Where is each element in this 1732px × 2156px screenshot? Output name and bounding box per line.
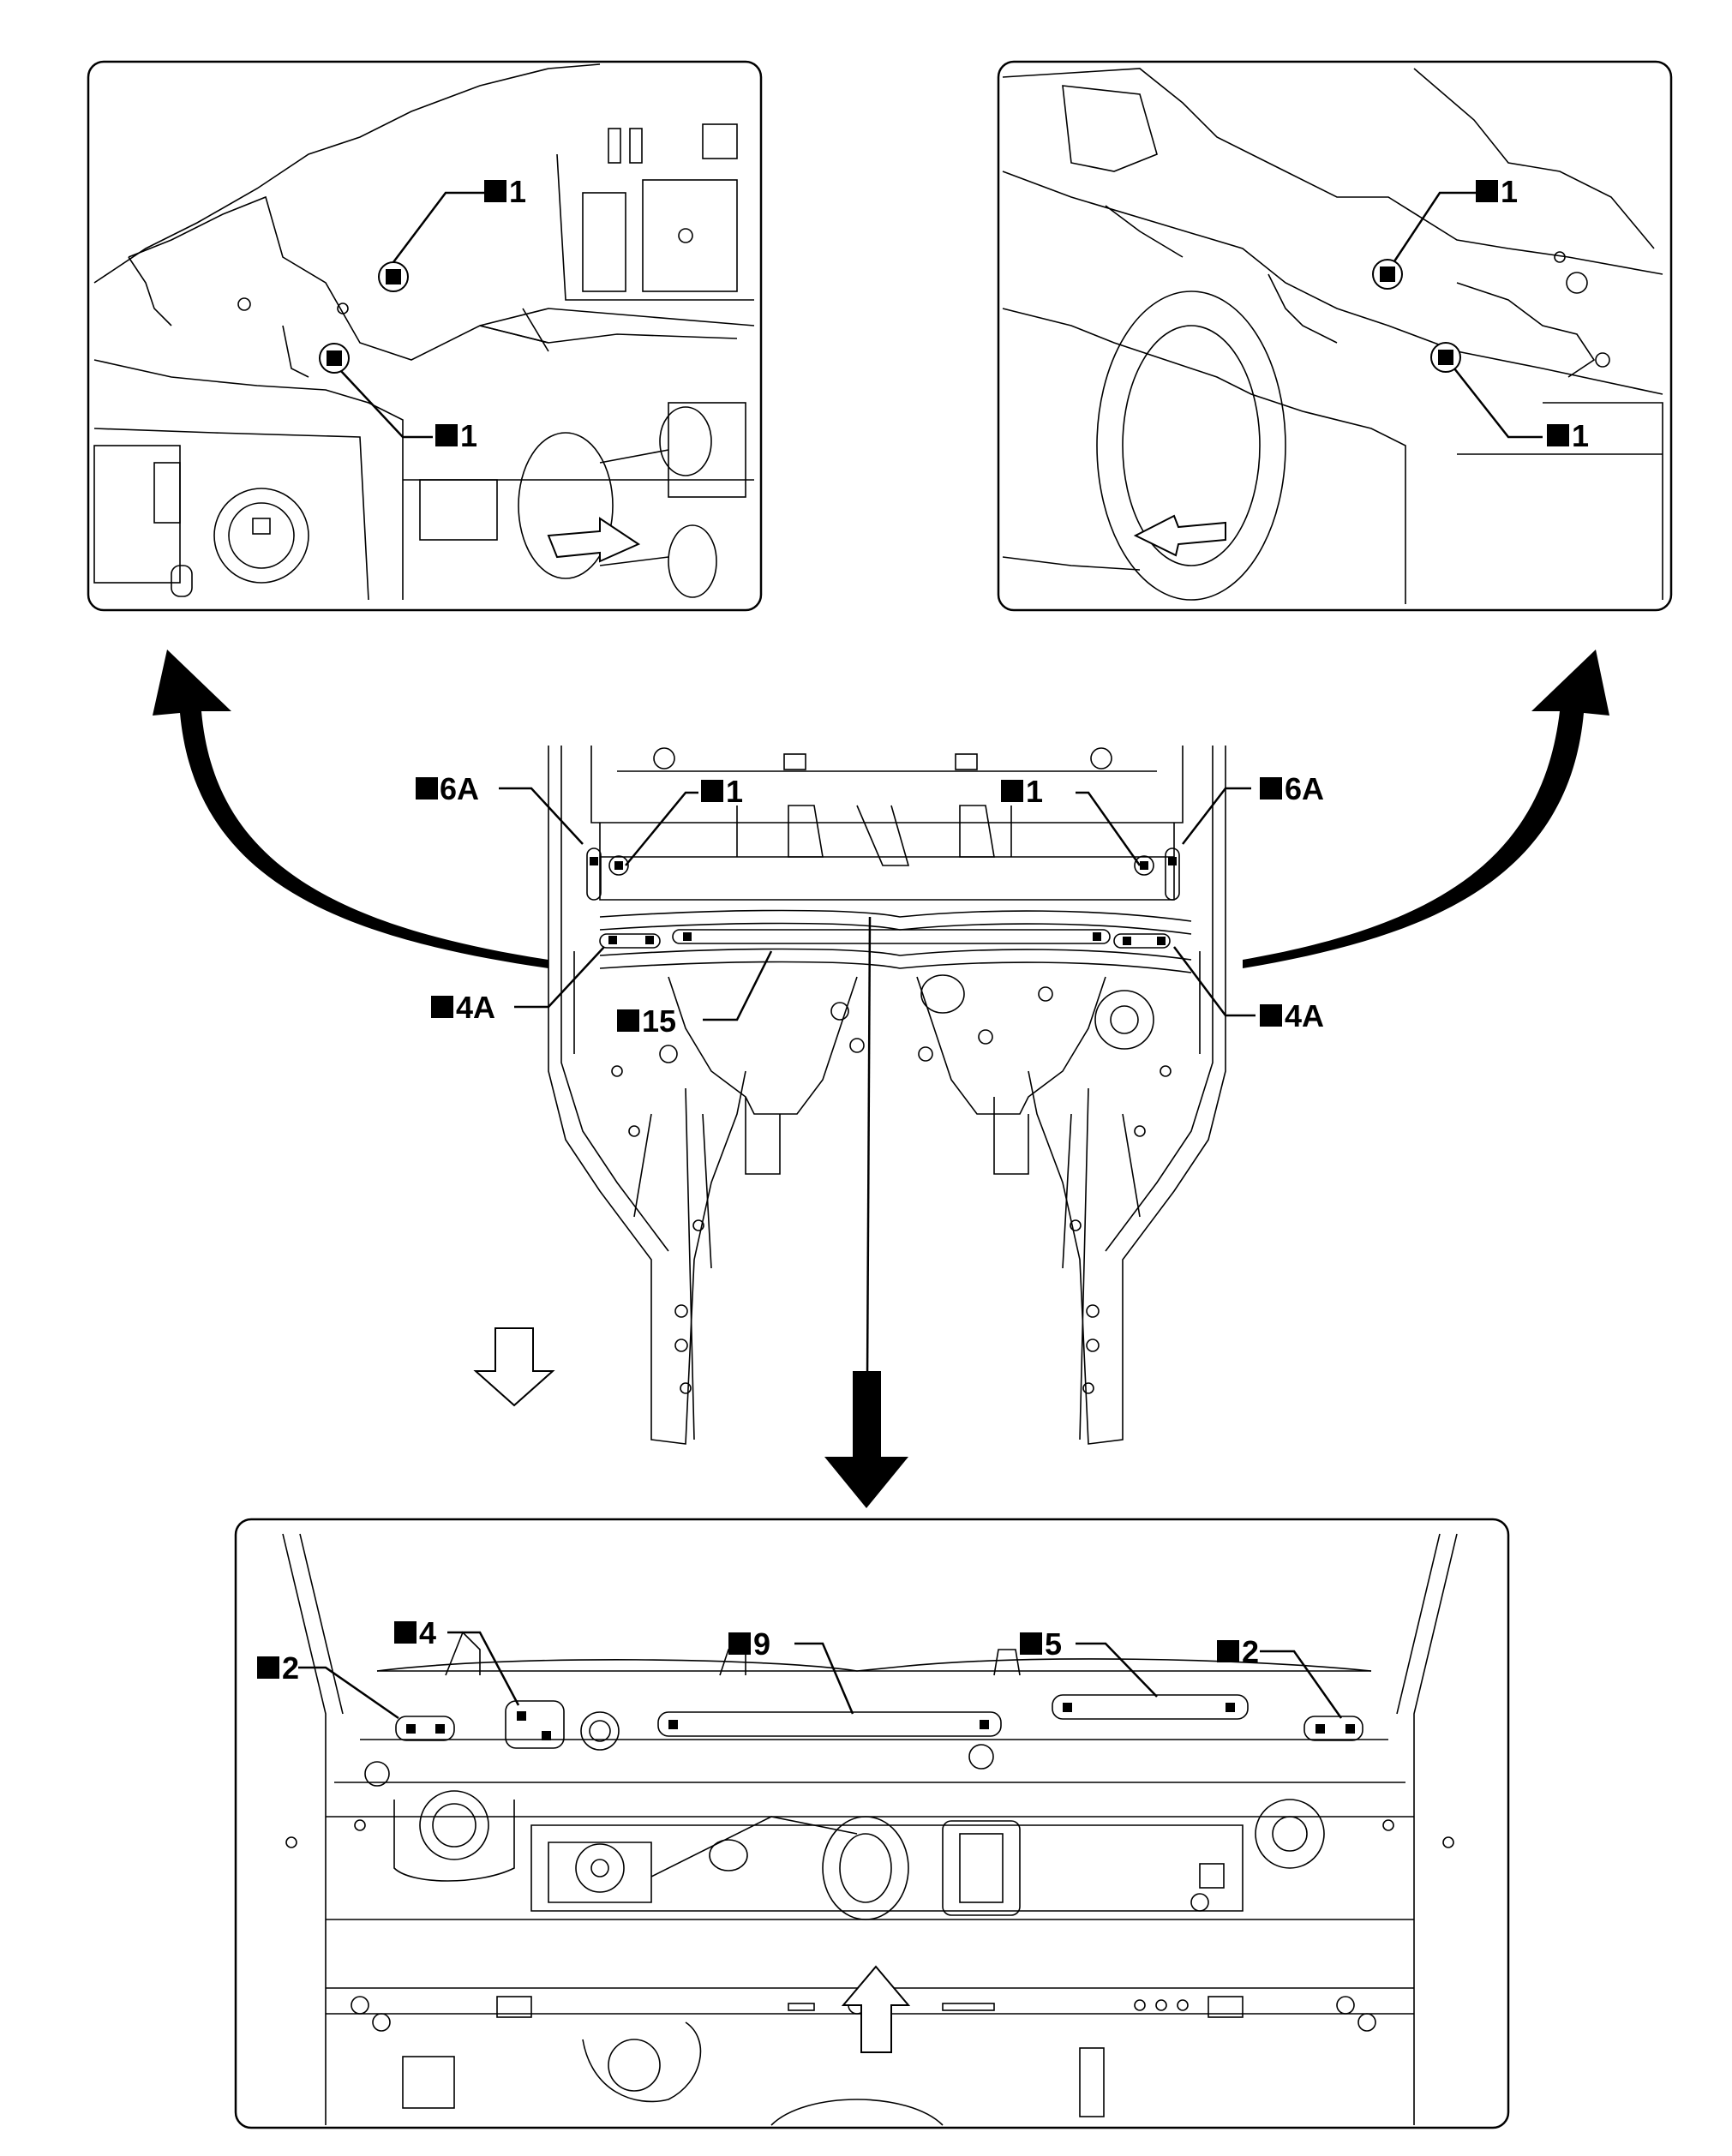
callout-bottom-5: 5: [1045, 1626, 1062, 1662]
callout-top-left-1a: 1: [509, 174, 526, 209]
center-callouts: 6A 1 1 6A 4A 15 4A: [416, 771, 1324, 1039]
callout-bottom-4: 4: [419, 1615, 436, 1650]
view-direction-arrow-icon: [1133, 514, 1226, 557]
down-arrow-icon: [824, 1371, 908, 1508]
view-direction-arrow-icon: [547, 517, 641, 563]
curved-arrow-icon: [153, 650, 548, 968]
callout-center-6a-left: 6A: [440, 771, 479, 806]
callout-bottom-2-right: 2: [1242, 1634, 1259, 1669]
detail-panel-bottom: 2 4 9 5 2: [234, 1518, 1510, 2129]
callout-center-4a-right: 4A: [1285, 998, 1324, 1033]
callout-bottom-9: 9: [753, 1626, 770, 1662]
detail-drawing-top-right: [1002, 68, 1663, 604]
detail-panel-top-right: 1 1: [997, 60, 1673, 612]
callout-center-6a-right: 6A: [1285, 771, 1324, 806]
callout-top-right-1a: 1: [1501, 174, 1518, 209]
callout-center-15: 15: [642, 1003, 676, 1039]
down-arrow-icon: [473, 1327, 555, 1407]
callout-bottom-2-left: 2: [282, 1650, 299, 1686]
curved-arrow-icon: [1243, 650, 1609, 968]
callout-center-1-left: 1: [726, 774, 743, 809]
callout-top-left-1b: 1: [460, 418, 477, 453]
callout-center-1-right: 1: [1026, 774, 1043, 809]
detail-panel-top-left: 1 1: [87, 60, 763, 612]
detail-drawing-top-left: [93, 63, 755, 601]
callout-top-right-1b: 1: [1572, 418, 1589, 453]
callout-center-4a-left: 4A: [456, 990, 495, 1025]
up-arrow-icon: [841, 1965, 911, 2053]
vehicle-front-structure: [548, 746, 1226, 1445]
